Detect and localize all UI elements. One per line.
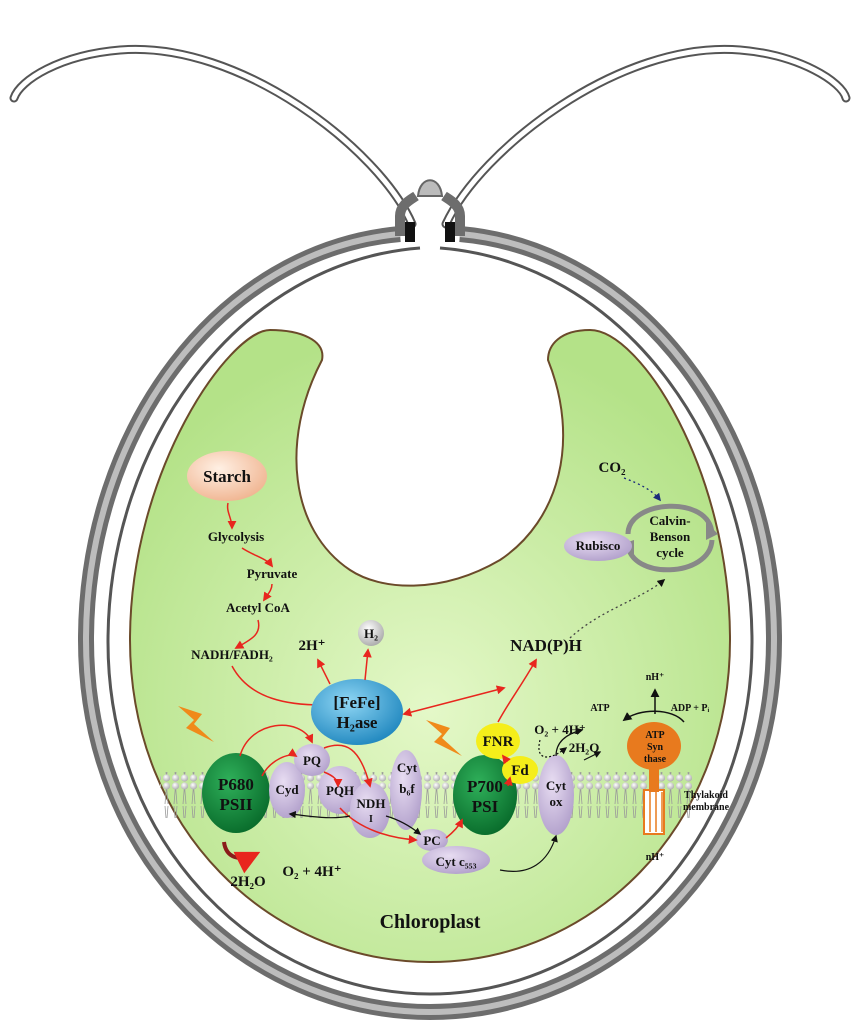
hydrogenase-node <box>311 679 403 745</box>
hydrogenase-label-2: H₂ase <box>337 713 378 732</box>
cyt-ox-label-1: Cyt <box>546 778 567 793</box>
papilla <box>418 180 442 196</box>
o2-4h-top-label: O₂ + 4H⁺ <box>534 722 585 737</box>
thylakoid-label-1: Thylakoid <box>684 790 728 801</box>
nh-bottom-label: nH⁺ <box>646 852 665 863</box>
atp-synthase-label-1: ATP <box>645 730 664 741</box>
starch-label: Starch <box>203 467 251 486</box>
psi-label: PSI <box>472 797 499 816</box>
two-h2o-bottom-label: 2H₂O <box>230 874 265 890</box>
fnr-label: FNR <box>483 734 514 750</box>
p680-label: P680 <box>218 775 254 794</box>
nadh-fadh2-label: NADH/FADH₂ <box>191 647 273 662</box>
chloroplast-label: Chloroplast <box>380 911 481 933</box>
hydrogenase-label-1: [FeFe] <box>333 693 380 712</box>
co2-label: CO₂ <box>599 460 627 476</box>
h2-label: H₂ <box>364 626 378 641</box>
o2-4h-bottom-label: O₂ + 4H⁺ <box>282 864 341 880</box>
atp-label: ATP <box>590 703 609 714</box>
cytb6f-label-1: Cyt <box>397 760 418 775</box>
atp-synthase-label-2: Syn <box>647 742 664 753</box>
rubisco-label: Rubisco <box>576 538 621 553</box>
calvin-label-3: cycle <box>656 545 684 560</box>
acetyl-coa-label: Acetyl CoA <box>226 600 291 615</box>
thylakoid-label-2: membrane <box>683 802 730 813</box>
calvin-label-2: Benson <box>650 529 691 544</box>
ndh-label-2: I <box>369 814 373 825</box>
cyt-c553-label: Cyt c₅₅₃ <box>436 854 477 869</box>
atp-synthase-label-3: thase <box>644 754 667 765</box>
nadph-label: NAD(P)H <box>510 636 582 655</box>
calvin-label-1: Calvin- <box>649 513 690 528</box>
pc-label: PC <box>423 833 440 848</box>
two-h-plus-label: 2H⁺ <box>298 638 325 654</box>
nh-top-label: nH⁺ <box>646 672 665 683</box>
p700-label: P700 <box>467 777 503 796</box>
adp-pi-label: ADP + Pᵢ <box>671 703 710 714</box>
cytb6f-label-2: b₆f <box>399 781 415 796</box>
fd-label: Fd <box>511 763 529 779</box>
pyruvate-label: Pyruvate <box>247 566 298 581</box>
flagella <box>14 49 846 224</box>
psii-label: PSII <box>219 795 252 814</box>
ndh-label-1: NDH <box>357 796 386 811</box>
glycolysis-label: Glycolysis <box>208 529 264 544</box>
cyd-label: Cyd <box>275 782 299 797</box>
two-h2o-top-label: 2H₂O <box>569 740 600 755</box>
pq-label: PQ <box>303 753 321 768</box>
cyt-ox-label-2: ox <box>550 794 564 809</box>
